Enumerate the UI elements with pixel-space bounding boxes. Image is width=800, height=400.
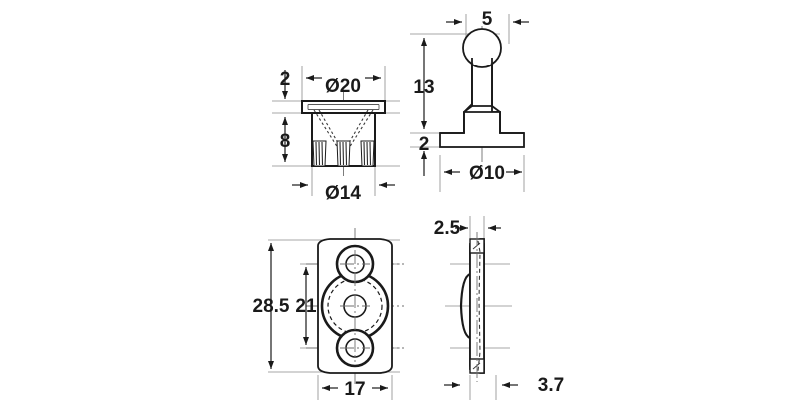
socket-body-diameter-label: Ø14 [325,183,361,204]
plate-side-hidden-profile [477,240,481,372]
plate-side-boss-profile [459,272,471,340]
stud-shoulder-outline-redraw [440,112,524,134]
socket-flange-diameter-label: Ø20 [325,76,361,97]
plate-hole-centres-label: 21 [295,296,317,317]
socket-flange-inner-detail [307,104,380,110]
stud-ball-head [462,28,502,68]
plate-side-tab-hidden-marks [472,242,481,370]
stud-neck-shoulder [463,111,501,134]
plate-side-thickness-label: 2.5 [434,218,461,239]
plate-overall-height-label: 28.5 [253,296,290,317]
plate-centerline-overlay [340,250,370,362]
stud-plate-diameter-label: Ø10 [469,163,505,184]
socket-flange-thickness-label: 2 [280,69,291,90]
stud-height-label: 13 [413,77,434,98]
stud-ball-diameter-label: 5 [482,9,493,30]
stud-ball-neck-cover [473,57,491,65]
stud-plate-thickness-label: 2 [419,134,430,155]
stud-shoulder-over-plate [465,130,499,135]
stud-shaft-sides [463,58,501,113]
socket-body-depth-label: 8 [280,131,291,152]
plate-side-depth-label: 3.7 [538,375,564,396]
stud-base-plate [439,132,525,148]
plate-width-label: 17 [344,379,365,400]
view-mounting-plate-side: 2.5 3.7 [434,216,564,400]
socket-fin-hatching [315,141,372,166]
socket-body-outline [311,112,376,167]
view-socket-front-section: 2 8 Ø20 Ø14 [272,66,400,204]
view-ball-stud-front: 5 13 2 Ø10 [410,9,529,192]
view-mounting-plate-front: 28.5 21 17 [253,228,404,400]
